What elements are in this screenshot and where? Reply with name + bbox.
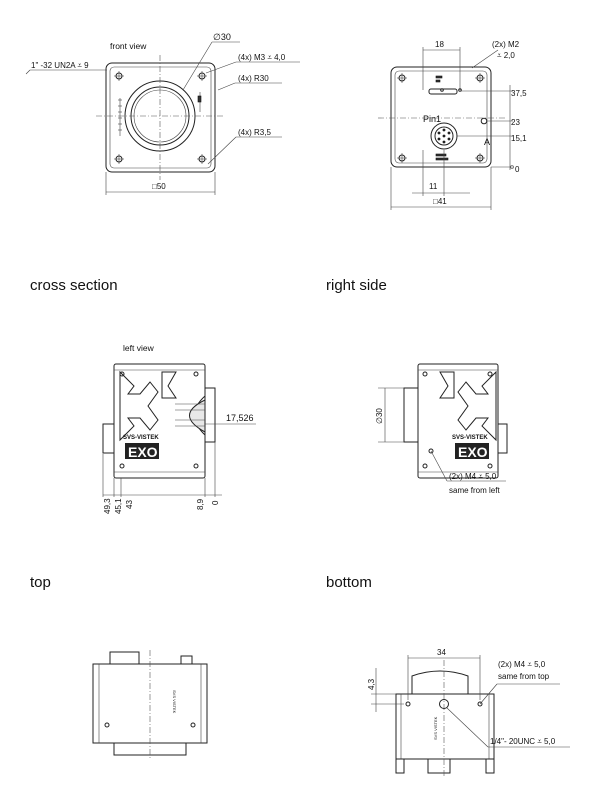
left-17526-label: 17,526 [226, 413, 254, 423]
rear-18-label: 18 [435, 40, 444, 49]
left-x-logo-shape [119, 370, 159, 442]
rear-io-connector-inner [434, 126, 454, 146]
right-logo-model: EXO [458, 444, 488, 460]
bottom-tripod-leader [446, 707, 489, 748]
left-io-connector [102, 423, 115, 454]
rear-view: Pin1 A 18 (2x) M2 ⩡ 2,0 37,5 23 15,1 0 1… [378, 40, 527, 210]
front-view: front view 1" -32 UN2A ⩡ 9 ∅30 [25, 32, 300, 195]
front-holes-label: (4x) M3 ⩡ 4,0 [238, 53, 286, 62]
bottom-io-connector [427, 758, 451, 774]
right-holes-leader [430, 450, 448, 482]
front-width-label: □50 [152, 182, 166, 191]
rear-m2-leader [471, 49, 499, 69]
right-diameter-label: ∅30 [375, 408, 384, 424]
bottom-34-label: 34 [437, 648, 446, 657]
right-view: SVS-VISTEK EXO ∅30 (2x) M4 ⩡ 5,0 same fr… [375, 363, 508, 495]
front-r35-leader [207, 136, 237, 165]
rear-151-label: 15,1 [511, 134, 527, 143]
rear-pin-a-label: A [484, 137, 490, 147]
front-scale-marks [118, 92, 202, 136]
rear-m2-label: (2x) M2 [492, 40, 520, 49]
rear-0-label: 0 [515, 165, 520, 174]
bottom-tripod-hole [439, 699, 449, 709]
right-io-connector [497, 423, 508, 454]
rear-body-inner [394, 70, 488, 164]
left-mount-section [189, 399, 206, 433]
rear-screw-holes [397, 73, 485, 163]
front-r30-label: (4x) R30 [238, 74, 269, 83]
rear-width-label: □41 [433, 197, 447, 206]
rear-375-label: 37,5 [511, 89, 527, 98]
rear-led [480, 117, 488, 125]
left-lens-mount [204, 387, 216, 443]
top-io-connector [109, 651, 140, 665]
front-thread-label: 1" -32 UN2A ⩡ 9 [31, 61, 89, 70]
right-m4-hole [428, 448, 434, 454]
front-body [105, 62, 216, 173]
bottom-same-label: same from top [498, 672, 550, 681]
bottom-engraving: SVS VISTEK [433, 716, 438, 740]
front-diameter-label: ∅30 [213, 32, 231, 42]
left-tick-451: 45,1 [114, 498, 123, 514]
left-tick-43: 43 [125, 500, 134, 509]
rear-23-label: 23 [511, 118, 520, 127]
top-view: SVS VISTEK [92, 650, 208, 758]
bottom-holes-leader [479, 683, 498, 705]
bottom-tripod-label: 1/4"- 20UNC ⩡ 5,0 [490, 737, 556, 746]
front-r30-leader [217, 82, 236, 91]
front-view-caption: front view [110, 41, 147, 51]
right-x-logo-shape [457, 370, 497, 442]
front-body-inner [109, 66, 212, 169]
right-body [417, 363, 499, 479]
front-r35-label: (4x) R3,5 [238, 128, 271, 137]
bottom-body [395, 693, 495, 760]
right-holes-label: (2x) M4 ⩡ 5,0 [449, 472, 497, 481]
left-view-caption: left view [123, 343, 155, 353]
bottom-view: SVS VISTEK 34 4,3 (2x) M4 ⩡ 5,0 same fro… [367, 648, 570, 778]
left-logo-model: EXO [128, 444, 158, 460]
right-lens-mount [403, 387, 419, 443]
left-view: left view SVS-VISTEK EXO 17,526 49,3 [102, 343, 256, 514]
section-title-right-side: right side [326, 277, 387, 294]
rear-11-label: 11 [429, 182, 438, 191]
rear-m2-depth-label: ⩡ 2,0 [497, 51, 515, 60]
bottom-43-label: 4,3 [367, 678, 376, 690]
right-logo-brand: SVS-VISTEK [452, 435, 488, 441]
top-engraving: SVS VISTEK [172, 690, 177, 714]
right-same-label: same from left [449, 486, 500, 495]
front-screw-holes [114, 71, 207, 164]
rear-io-pins [437, 128, 451, 144]
front-diameter-leader [182, 41, 213, 91]
left-tick-89: 8,9 [196, 498, 205, 510]
bottom-lens-top [411, 670, 469, 694]
left-tick-493: 49,3 [103, 498, 112, 514]
bottom-holes-label: (2x) M4 ⩡ 5,0 [498, 660, 546, 669]
front-holes-leader [205, 61, 237, 74]
section-title-bottom: bottom [326, 574, 372, 591]
section-title-cross-section: cross section [30, 277, 118, 294]
rear-body [390, 66, 492, 168]
left-logo-brand: SVS-VISTEK [123, 435, 159, 441]
rear-pin1-label: Pin1 [423, 114, 441, 124]
left-tick-0: 0 [211, 500, 220, 505]
section-title-top: top [30, 574, 51, 591]
